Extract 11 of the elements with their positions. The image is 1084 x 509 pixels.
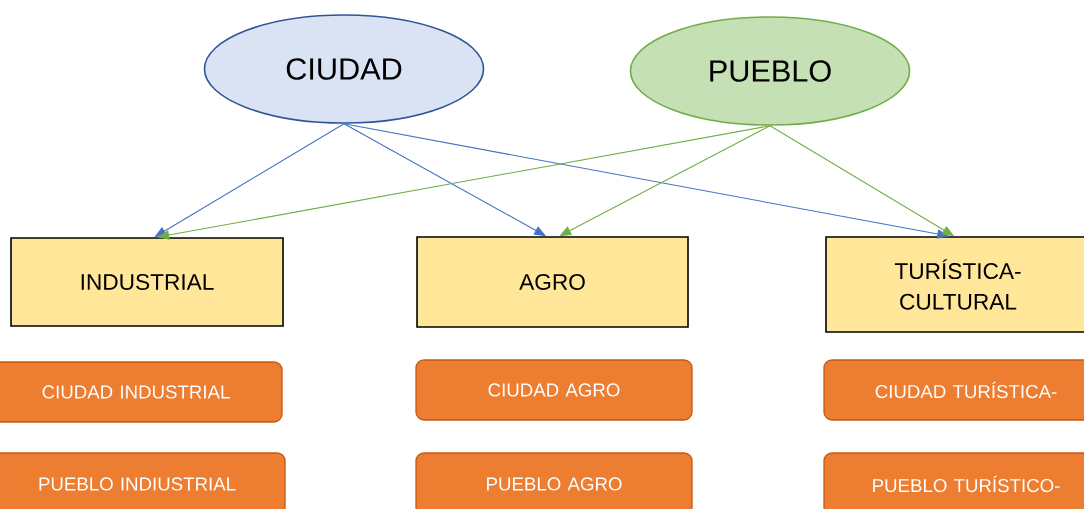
rounded-box: PUEBLO TURÍSTICO- — [823, 452, 1084, 509]
rounded-box: CIUDAD INDUSTRIAL — [0, 361, 283, 423]
category-box: TURÍSTICA- CULTURAL — [825, 236, 1084, 333]
ellipse-node: CIUDAD — [203, 14, 485, 124]
category-box: AGRO — [416, 236, 689, 328]
ellipse-node: PUEBLO — [629, 16, 911, 126]
rounded-box: CIUDAD TURÍSTICA- — [823, 359, 1084, 421]
rounded-box: CIUDAD AGRO — [415, 359, 693, 421]
category-box: INDUSTRIAL — [10, 237, 284, 327]
rounded-box: PUEBLO AGRO — [415, 452, 693, 509]
rounded-box: PUEBLO INDIUSTRIAL — [0, 452, 286, 509]
